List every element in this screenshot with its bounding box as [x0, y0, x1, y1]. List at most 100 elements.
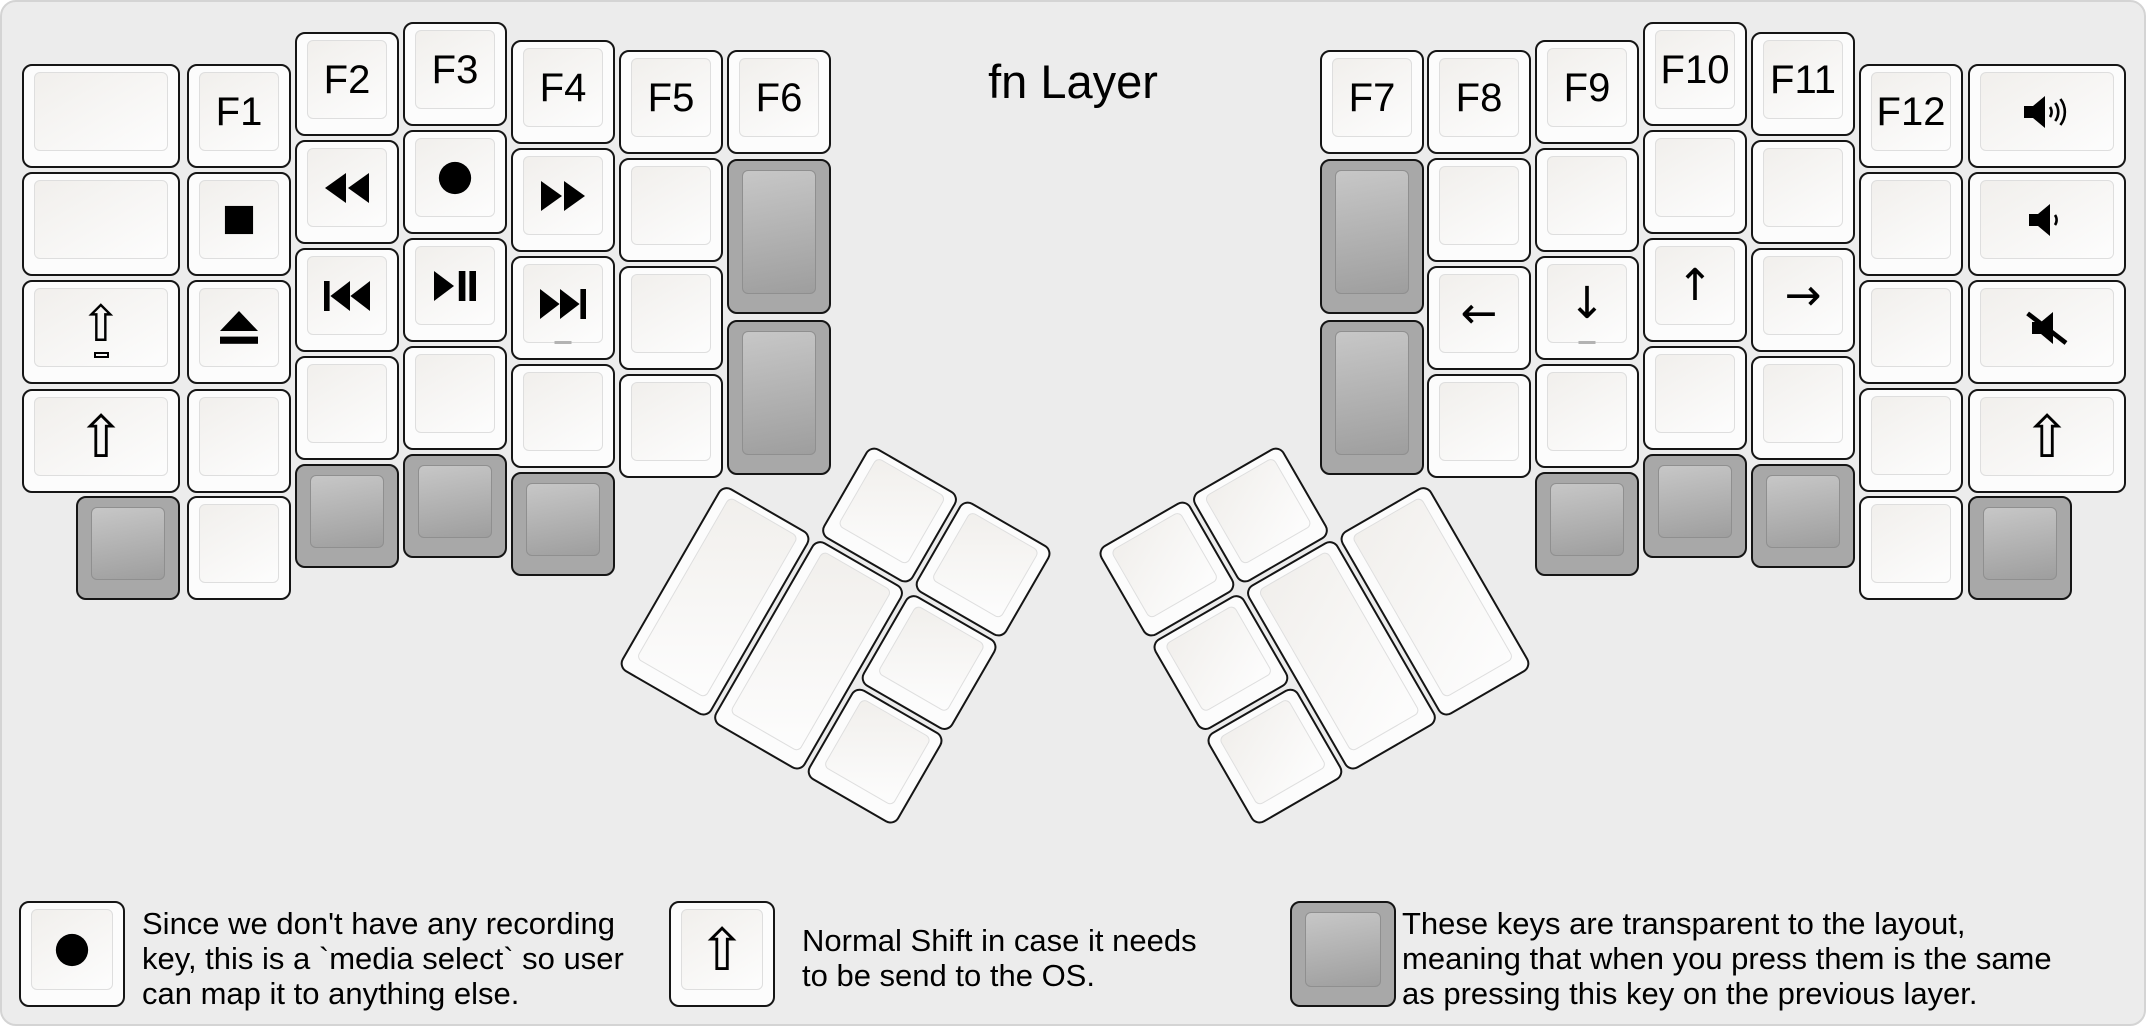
key-f2[interactable]: F2	[295, 32, 399, 136]
key-label: F12	[1876, 89, 1946, 134]
keycap-top	[1332, 58, 1412, 137]
keycap-top	[1547, 48, 1627, 127]
key-blank[interactable]	[1859, 280, 1963, 384]
key-f10[interactable]: F10	[1643, 22, 1747, 126]
key-transparent[interactable]	[1968, 496, 2072, 600]
shift-icon: ⇧	[76, 403, 126, 471]
key-blank[interactable]	[1427, 374, 1531, 478]
key-f7[interactable]: F7	[1320, 50, 1424, 154]
key-play-pause[interactable]	[403, 238, 507, 342]
keycap-top	[1980, 397, 2114, 476]
keycap-top	[523, 372, 603, 451]
key-transparent[interactable]	[1320, 320, 1424, 475]
key-f11[interactable]: F11	[1751, 32, 1855, 136]
key-blank[interactable]	[1535, 364, 1639, 468]
homing-dash	[1578, 341, 1596, 344]
key-transparent[interactable]	[295, 464, 399, 568]
key-label: F2	[323, 57, 371, 102]
key-transparent[interactable]	[403, 454, 507, 558]
key-blank[interactable]	[187, 496, 291, 600]
key-transparent[interactable]	[76, 496, 180, 600]
key-transparent[interactable]	[1751, 464, 1855, 568]
key-f8[interactable]: F8	[1427, 50, 1531, 154]
key-shift[interactable]: ⇧	[1968, 389, 2126, 493]
keycap-top	[415, 30, 495, 109]
keycap-top	[631, 274, 711, 353]
keycap-top	[681, 909, 763, 990]
keycap-top	[34, 288, 168, 367]
key-volume-up[interactable]	[1968, 64, 2126, 168]
key-blank[interactable]	[511, 364, 615, 468]
key-blank[interactable]	[1535, 148, 1639, 252]
key-shift[interactable]: ⇧	[22, 389, 180, 493]
legend-key-transparent	[1290, 901, 1396, 1007]
key-arrow-down[interactable]: ↓	[1535, 256, 1639, 360]
key-rewind[interactable]	[295, 140, 399, 244]
key-transparent[interactable]	[1643, 454, 1747, 558]
keycap-top	[631, 58, 711, 137]
key-previous-track[interactable]	[295, 248, 399, 352]
key-blank[interactable]	[295, 356, 399, 460]
keycap-top	[1655, 138, 1735, 217]
key-blank[interactable]	[22, 64, 180, 168]
key-blank[interactable]	[1427, 158, 1531, 262]
key-f5[interactable]: F5	[619, 50, 723, 154]
keycap-top	[837, 456, 947, 566]
key-label: F3	[431, 47, 479, 92]
key-f12[interactable]: F12	[1859, 64, 1963, 168]
key-blank[interactable]	[1643, 130, 1747, 234]
key-blank[interactable]	[1751, 140, 1855, 244]
keycap-top	[34, 180, 168, 259]
key-arrow-up[interactable]: ↑	[1643, 238, 1747, 342]
shift-icon: ⇧	[2022, 403, 2072, 471]
arrow-right-icon: →	[1784, 270, 1822, 321]
record-icon	[405, 132, 505, 224]
key-caps-lock[interactable]: ⇧	[22, 280, 180, 384]
key-stop[interactable]	[187, 172, 291, 276]
key-blank[interactable]	[1859, 496, 1963, 600]
key-next-track[interactable]	[511, 256, 615, 360]
key-blank[interactable]	[619, 266, 723, 370]
key-f4[interactable]: F4	[511, 40, 615, 144]
keycap-top	[1658, 465, 1732, 538]
key-transparent[interactable]	[727, 159, 831, 314]
key-blank[interactable]	[403, 346, 507, 450]
key-blank[interactable]	[1643, 346, 1747, 450]
keycap-top	[1547, 372, 1627, 451]
key-blank[interactable]	[619, 158, 723, 262]
key-mute[interactable]	[1968, 280, 2126, 384]
key-label: F7	[1348, 75, 1396, 120]
key-blank[interactable]	[1859, 388, 1963, 492]
keycap-top	[1655, 246, 1735, 325]
legend-key-record	[19, 901, 125, 1007]
key-blank[interactable]	[1751, 356, 1855, 460]
key-volume-down[interactable]	[1968, 172, 2126, 276]
key-f3[interactable]: F3	[403, 22, 507, 126]
key-arrow-left[interactable]: ←	[1427, 266, 1531, 370]
key-transparent[interactable]	[1535, 472, 1639, 576]
eject-icon	[189, 282, 289, 374]
key-blank[interactable]	[22, 172, 180, 276]
key-eject[interactable]	[187, 280, 291, 384]
key-f6[interactable]: F6	[727, 50, 831, 154]
key-fast-forward[interactable]	[511, 148, 615, 252]
key-blank[interactable]	[619, 374, 723, 478]
volume-up-icon	[1970, 66, 2124, 158]
key-f9[interactable]: F9	[1535, 40, 1639, 144]
key-f1[interactable]: F1	[187, 64, 291, 168]
keycap-top	[1871, 504, 1951, 583]
key-transparent[interactable]	[511, 472, 615, 576]
key-transparent[interactable]	[727, 320, 831, 475]
key-label: F1	[215, 89, 263, 134]
key-arrow-right[interactable]: →	[1751, 248, 1855, 352]
key-transparent[interactable]	[1320, 159, 1424, 314]
key-blank[interactable]	[1859, 172, 1963, 276]
keycap-top	[1550, 483, 1624, 556]
keycap-top	[1110, 510, 1220, 620]
legend-text-normal-shift: Normal Shift in case it needs to be send…	[802, 923, 1197, 993]
key-blank[interactable]	[187, 389, 291, 493]
keycap-top	[199, 72, 279, 151]
key-record[interactable]	[403, 130, 507, 234]
keycap-top	[739, 58, 819, 137]
